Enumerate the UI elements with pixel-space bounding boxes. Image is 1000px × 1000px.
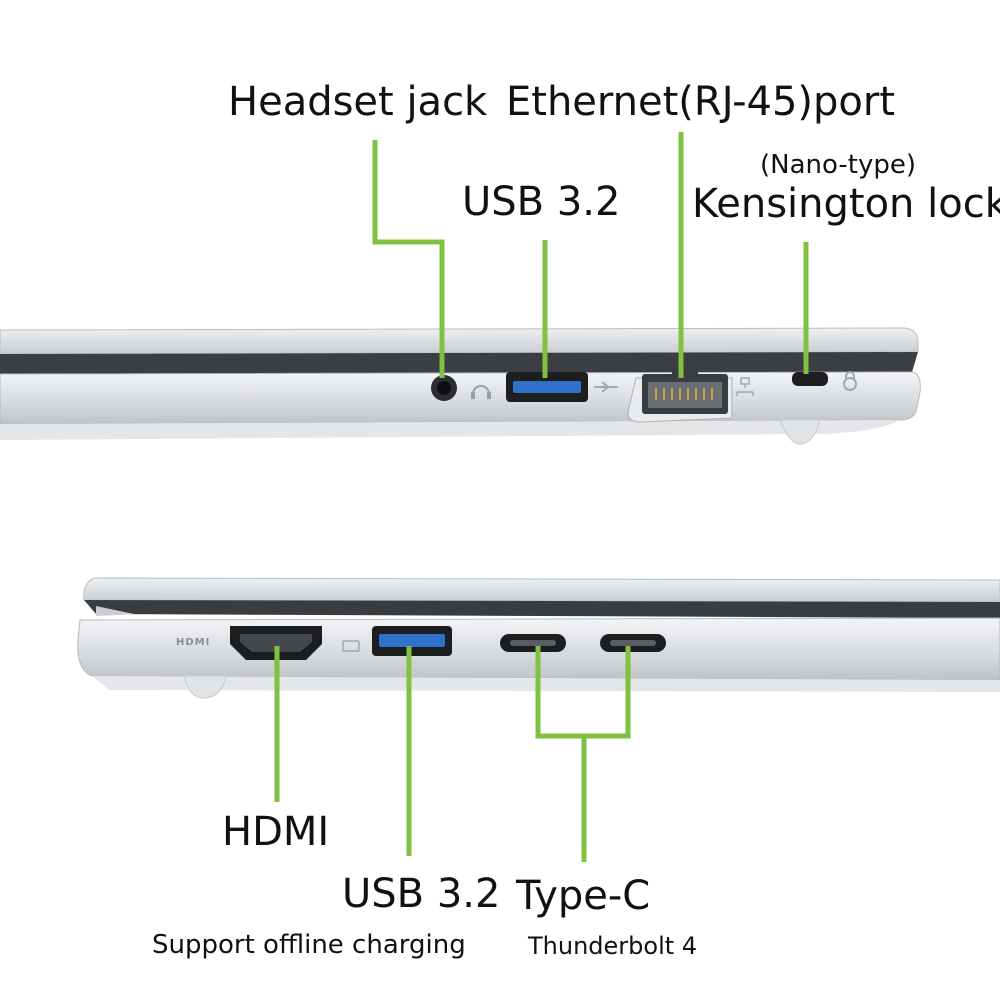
label-usb-note: Support offline charging [152, 930, 466, 960]
usb-port-bottom [372, 626, 452, 656]
label-kensington-note: (Nano-type) [760, 150, 916, 180]
lock-icon [843, 371, 857, 391]
usb-icon [594, 381, 618, 393]
headphone-icon [471, 385, 491, 399]
bottom-laptop-chassis [77, 577, 1000, 699]
label-usb-bottom: USB 3.2 [342, 871, 501, 917]
callout-headset [372, 140, 445, 378]
label-headset-jack: Headset jack [228, 79, 488, 125]
label-kensington-lock: Kensington lock [692, 181, 1000, 227]
top-laptop-chassis [0, 327, 921, 445]
label-typec: Type-C [516, 873, 651, 919]
hdmi-port [230, 626, 322, 660]
callout-typec [535, 646, 631, 862]
label-usb-top: USB 3.2 [462, 179, 621, 225]
label-ethernet-port: Ethernet(RJ-45)port [506, 79, 896, 125]
battery-usb-icon [342, 640, 360, 652]
callout-lines [274, 132, 809, 862]
typec-port-2 [600, 634, 666, 652]
label-hdmi: HDMI [222, 809, 330, 855]
usb-port-top [506, 372, 588, 402]
label-typec-note: Thunderbolt 4 [528, 932, 698, 960]
headset-jack-port [431, 375, 457, 401]
typec-port-1 [500, 634, 566, 652]
kensington-lock-slot [792, 372, 828, 386]
network-icon [736, 377, 754, 396]
ethernet-port [627, 372, 733, 423]
hdmi-logo-text: HDMI [176, 637, 211, 648]
